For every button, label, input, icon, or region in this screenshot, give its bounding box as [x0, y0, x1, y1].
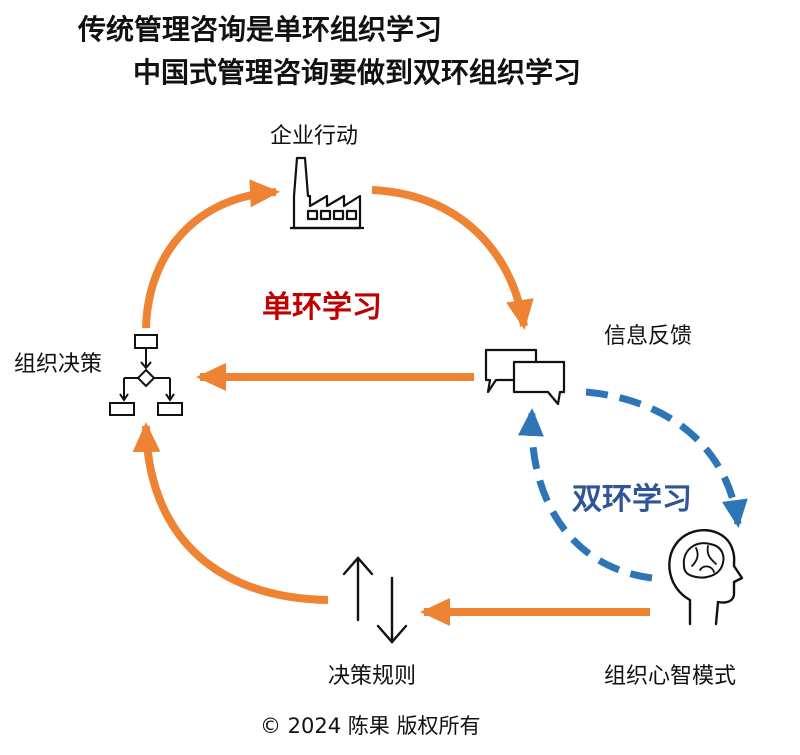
arrow-action-to-feedback: [371, 186, 534, 330]
arrow-feedback-to-mentalmodel: [585, 388, 748, 528]
label-information-feedback: 信息反馈: [604, 324, 693, 349]
arrow-rules-to-decision: [132, 422, 329, 604]
arrow-decision-to-action: [142, 179, 280, 329]
label-decision-rules: 决策规则: [328, 664, 417, 689]
label-double-loop: 双环学习: [572, 482, 692, 517]
flowchart-icon: [109, 334, 183, 416]
title-line-1: 传统管理咨询是单环组织学习: [78, 13, 443, 46]
arrow-mentalmodel-to-feedback: [517, 408, 653, 582]
label-organizational-decision: 组织决策: [14, 352, 103, 377]
copyright-notice: © 2024 陈果 版权所有: [260, 714, 481, 738]
factory-icon: [290, 156, 364, 230]
title-line-2: 中国式管理咨询要做到双环组织学习: [133, 56, 582, 89]
label-enterprise-action: 企业行动: [270, 124, 359, 149]
head-brain-icon: [668, 529, 744, 626]
chat-bubbles-icon: [484, 348, 566, 406]
label-organizational-mental-model: 组织心智模式: [604, 664, 737, 689]
label-single-loop: 单环学习: [262, 290, 382, 325]
up-down-arrows-icon: [342, 556, 408, 644]
